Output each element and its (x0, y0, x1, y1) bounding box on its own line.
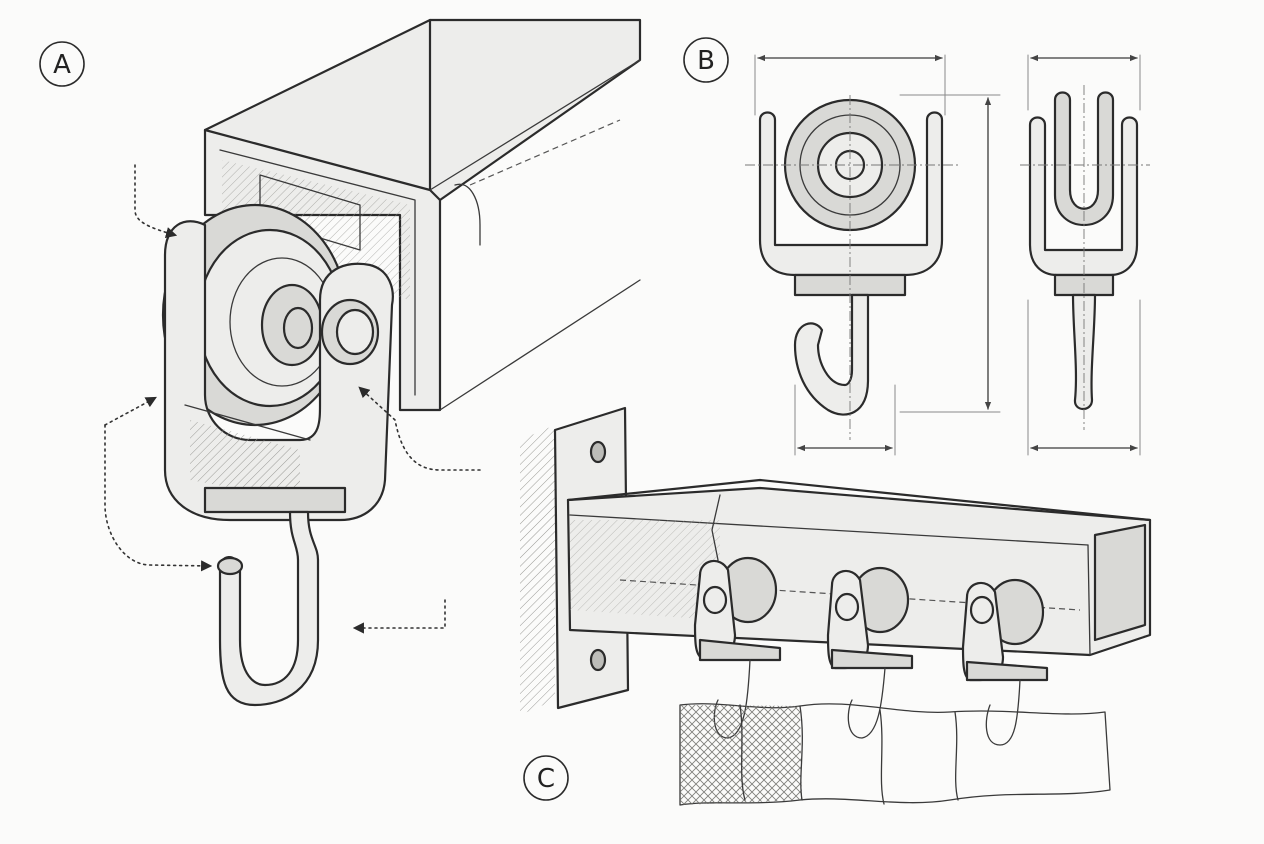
wall-section (520, 425, 555, 715)
label-c-text: C (537, 764, 555, 794)
bracket-yoke (163, 220, 394, 522)
label-c: C (523, 755, 569, 801)
view-a-isometric-detail (104, 18, 642, 707)
view-b-orthographic (745, 54, 1150, 456)
trolley-wheel (161, 203, 349, 427)
side-view (1020, 54, 1150, 456)
label-b-text: B (697, 46, 715, 76)
view-c-assembly (520, 406, 1152, 806)
label-a: A (39, 41, 85, 87)
label-b: B (683, 37, 729, 83)
hook (203, 486, 347, 707)
label-a-text: A (53, 50, 71, 80)
curtain-fabric (679, 703, 1111, 806)
carrier-2 (826, 566, 914, 739)
front-view (745, 54, 1001, 456)
carrier-1 (693, 556, 782, 739)
view-a-callouts (104, 164, 481, 634)
carrier-3 (961, 578, 1049, 746)
